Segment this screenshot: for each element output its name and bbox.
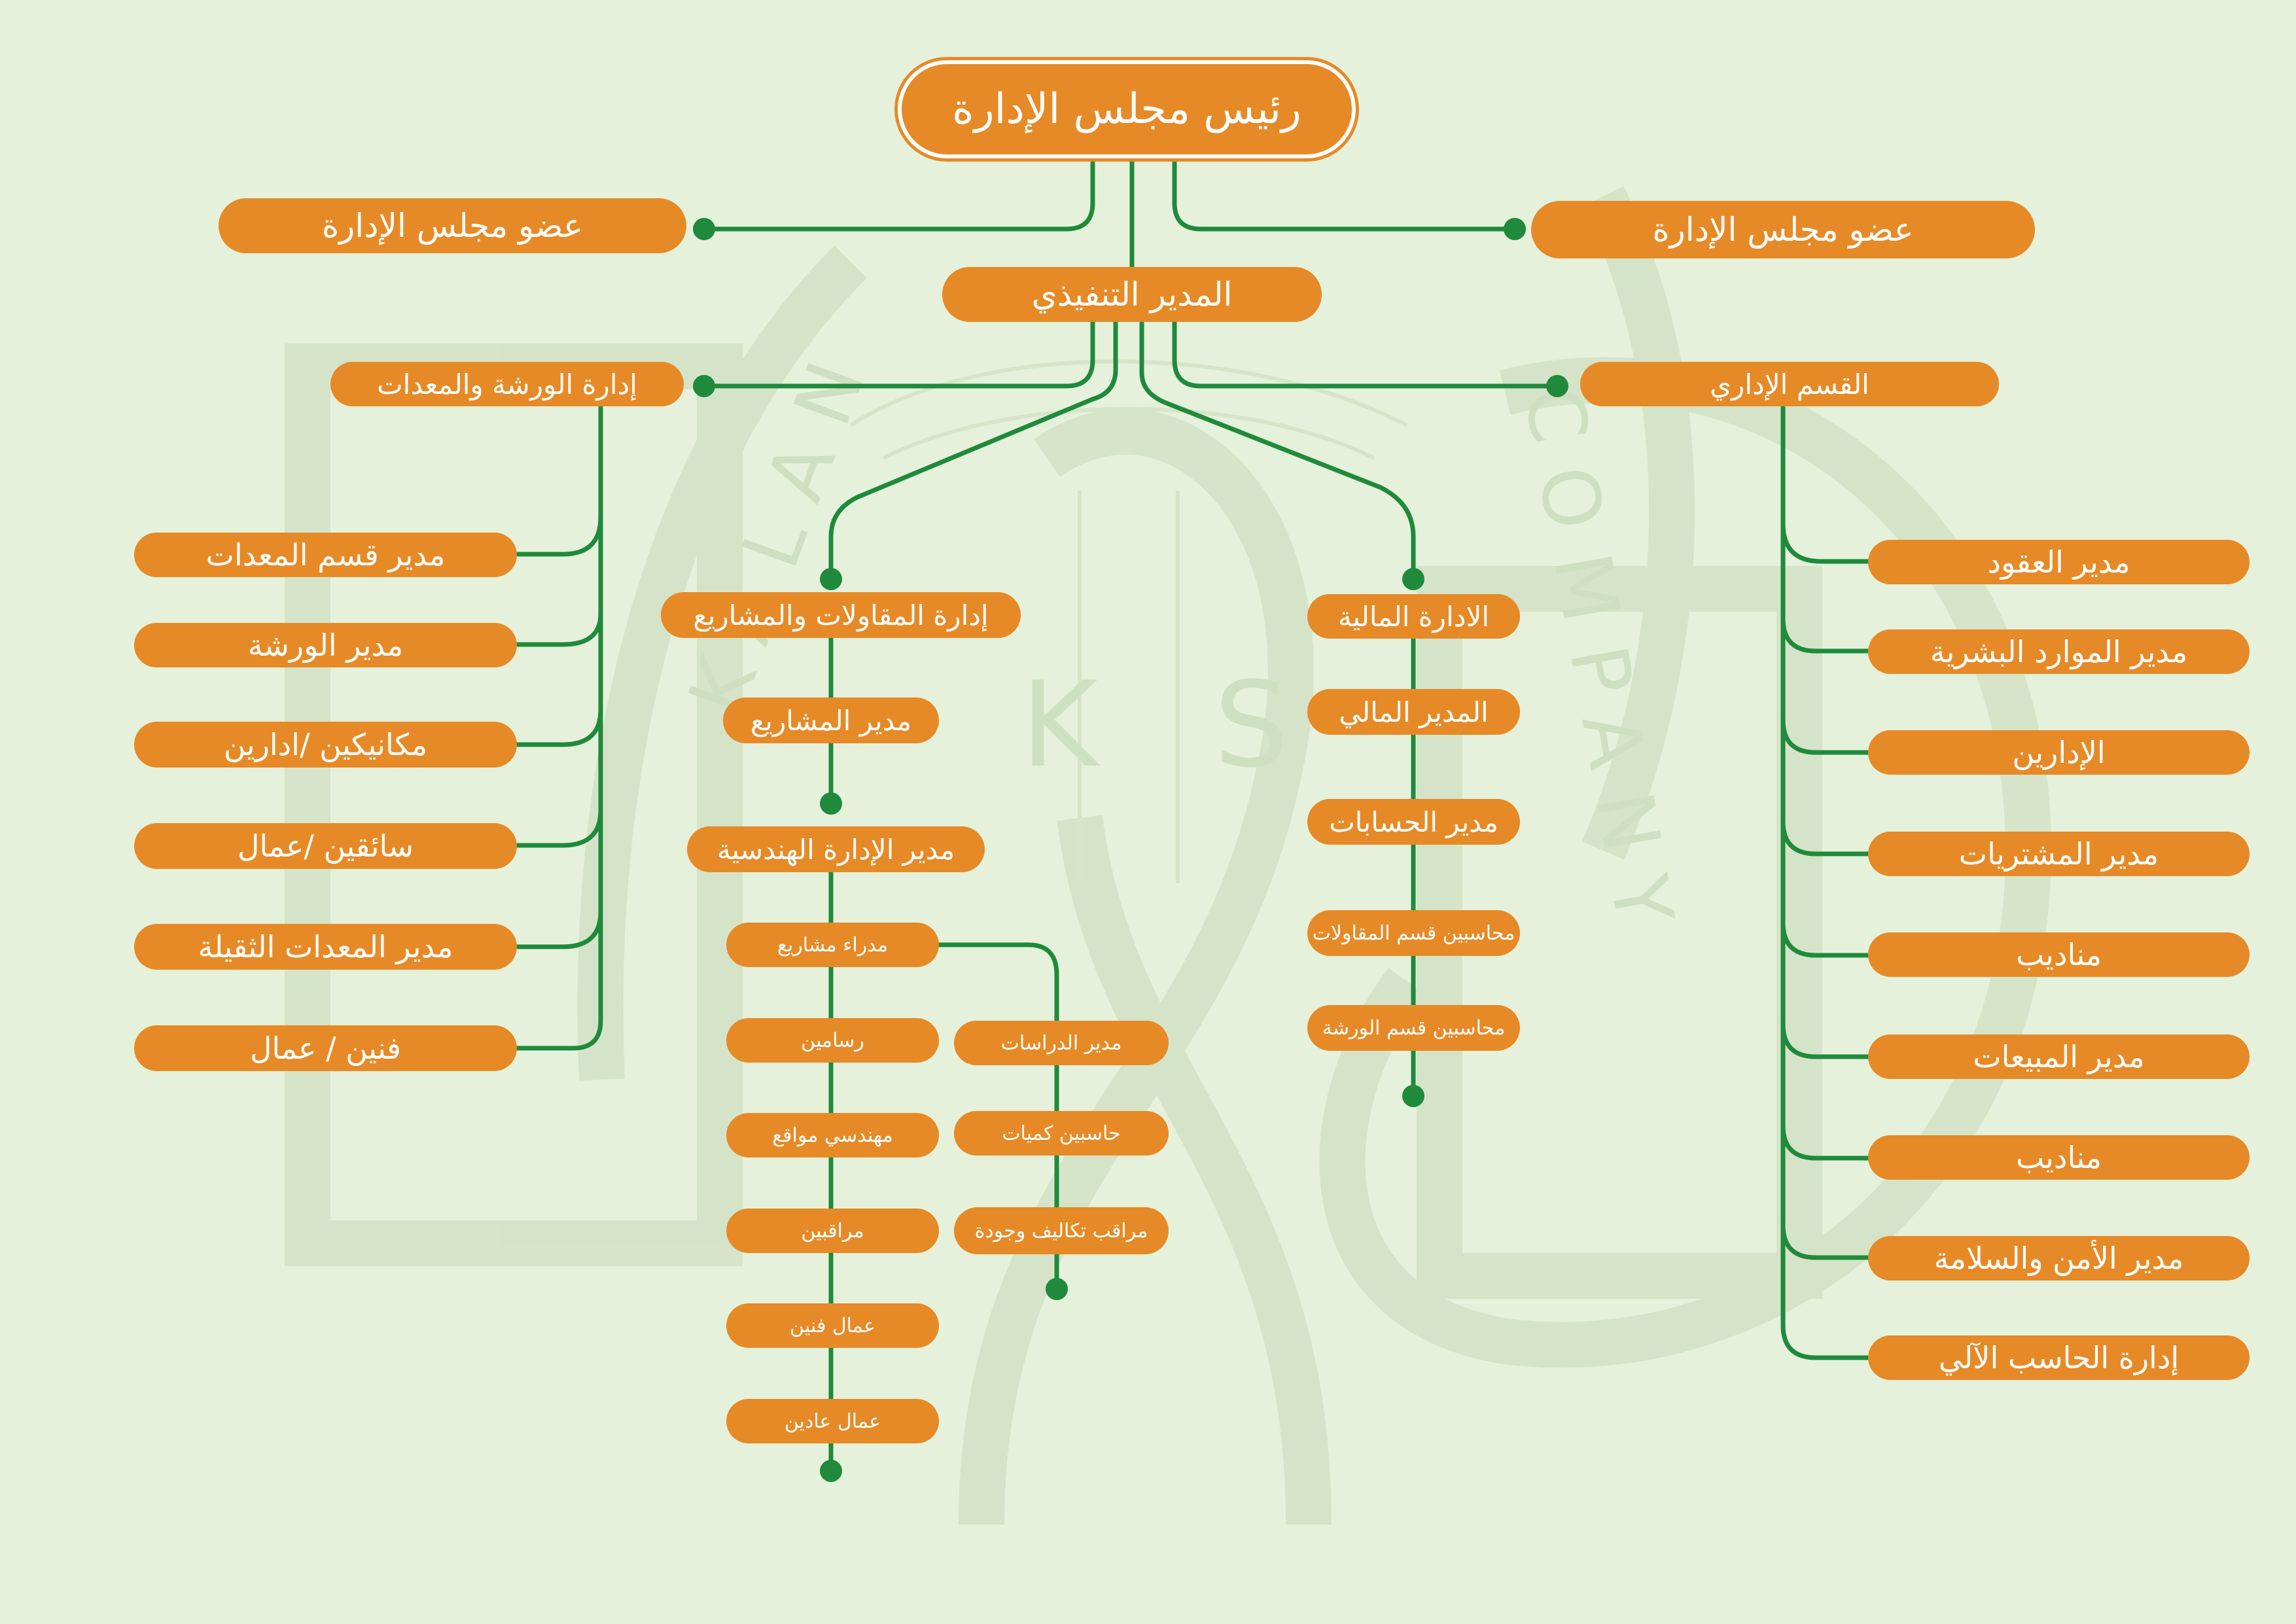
workshop-item-5: مدير المعدات الثقيلة (134, 924, 517, 970)
engineering-left-item-1: مدراء مشاريع (726, 923, 939, 967)
projects-manager-box: مدير المشاريع (723, 697, 939, 743)
admin-item-4: مدير المشتريات (1868, 832, 2250, 876)
finance-item-1: المدير المالي (1307, 689, 1520, 735)
engineering-right-item-1: مدير الدراسات (954, 1021, 1169, 1065)
engineering-right-item-3: مراقب تكاليف وجودة (954, 1207, 1169, 1254)
engineering-left-item-5: عمال فنين (726, 1303, 939, 1348)
engineering-right-item-2: حاسبين كميات (954, 1111, 1169, 1156)
admin-item-6: مدير المبيعات (1868, 1034, 2250, 1079)
engineering-left-item-2: رسامين (726, 1018, 939, 1063)
workshop-item-4: سائقين /عمال (134, 823, 517, 869)
finance-department-box: الادارة المالية (1307, 594, 1520, 639)
admin-item-8: مدير الأمن والسلامة (1868, 1236, 2250, 1280)
engineering-left-item-3: مهندسي مواقع (726, 1113, 939, 1157)
admin-item-7: مناديب (1868, 1135, 2250, 1180)
board-member-right-box: عضو مجلس الإدارة (1531, 201, 2035, 258)
chairman-box: رئيس مجلس الإدارة (898, 60, 1356, 158)
workshop-department-box: إدارة الورشة والمعدات (330, 362, 684, 406)
finance-item-2: مدير الحسابات (1307, 799, 1520, 845)
admin-item-1: مدير العقود (1868, 540, 2250, 584)
workshop-item-6: فنين / عمال (134, 1025, 517, 1071)
admin-item-2: مدير الموارد البشرية (1868, 629, 2250, 674)
board-member-left-box: عضو مجلس الإدارة (219, 198, 686, 253)
admin-item-3: الإدارين (1868, 730, 2250, 775)
ceo-box: المدير التنفيذي (942, 267, 1322, 322)
contracting-department-box: إدارة المقاولات والمشاريع (661, 592, 1021, 638)
finance-item-4: محاسبين قسم الورشة (1307, 1005, 1520, 1051)
watermark-center-letters: K S (1021, 657, 1328, 794)
admin-department-box: القسم الإداري (1580, 362, 1999, 406)
finance-item-3: محاسبين قسم المقاولات (1307, 910, 1520, 956)
workshop-item-2: مدير الورشة (134, 623, 517, 667)
admin-item-9: إدارة الحاسب الآلي (1868, 1335, 2250, 1380)
engineering-left-item-6: عمال عادين (726, 1399, 939, 1443)
workshop-item-1: مدير قسم المعدات (134, 533, 517, 577)
engineering-manager-box: مدير الإدارة الهندسية (687, 826, 985, 872)
admin-item-5: مناديب (1868, 932, 2250, 977)
engineering-left-item-4: مراقبين (726, 1209, 939, 1253)
workshop-item-3: مكانيكين /ادارين (134, 722, 517, 768)
